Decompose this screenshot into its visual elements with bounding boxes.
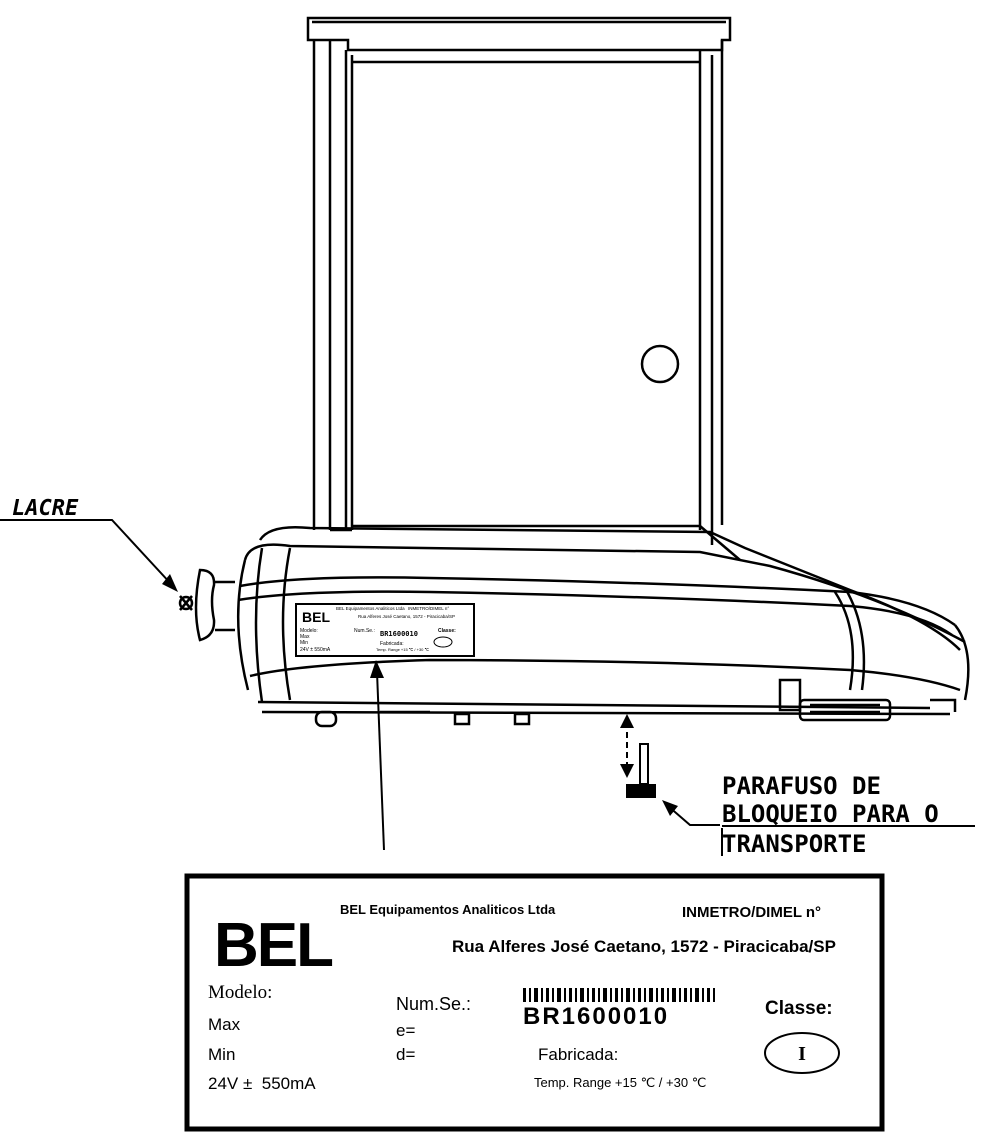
screw-callout-line3: TRANSPORTE bbox=[722, 830, 867, 858]
svg-text:Classe:: Classe: bbox=[438, 628, 456, 634]
temperature-range: Temp. Range +15 ℃ / +30 ℃ bbox=[534, 1075, 706, 1090]
model-label: Modelo: bbox=[208, 982, 272, 1003]
seal-callout: LACRE bbox=[0, 496, 178, 592]
svg-text:Temp. Range +15 ℃ / +30 ℃: Temp. Range +15 ℃ / +30 ℃ bbox=[376, 647, 430, 652]
svg-text:Modelo:: Modelo: bbox=[300, 628, 318, 634]
svg-text:BEL: BEL bbox=[302, 609, 330, 625]
svg-text:BEL: BEL bbox=[214, 911, 332, 980]
balance-body bbox=[236, 526, 970, 728]
transport-screw bbox=[620, 714, 656, 798]
screw-callout-line1: PARAFUSO DE bbox=[722, 772, 881, 800]
svg-text:Max: Max bbox=[300, 634, 310, 640]
screw-callout: PARAFUSO DE BLOQUEIO PARA O TRANSPORTE bbox=[662, 772, 975, 858]
bel-logo: BEL bbox=[214, 911, 334, 980]
serial-label: Num.Se.: bbox=[396, 994, 471, 1014]
body-mini-label: BEL BEL Equipamentos Analiticos Ltda INM… bbox=[295, 603, 475, 657]
class-badge bbox=[764, 1032, 840, 1074]
screw-callout-line2: BLOQUEIO PARA O bbox=[722, 800, 939, 828]
svg-text:INMETRO/DIMEL n°: INMETRO/DIMEL n° bbox=[408, 606, 449, 611]
svg-text:BR1600010: BR1600010 bbox=[380, 630, 418, 638]
door-knob bbox=[640, 344, 680, 384]
max-label: Max bbox=[208, 1015, 241, 1034]
seal-callout-text: LACRE bbox=[12, 496, 79, 521]
svg-text:BEL Equipamentos Analiticos Lt: BEL Equipamentos Analiticos Ltda bbox=[336, 606, 405, 611]
barcode bbox=[523, 988, 715, 1002]
svg-text:Min: Min bbox=[300, 640, 308, 646]
svg-text:24V ± 550mA: 24V ± 550mA bbox=[300, 647, 331, 653]
id-plate: BEL BEL Equipamentos Analiticos Ltda INM… bbox=[184, 873, 885, 1132]
e-label: e= bbox=[396, 1021, 415, 1040]
class-label: Classe: bbox=[765, 998, 833, 1019]
manufactured-label: Fabricada: bbox=[538, 1045, 618, 1064]
inmetro-label: INMETRO/DIMEL n° bbox=[682, 904, 821, 921]
draft-shield bbox=[306, 16, 741, 561]
address: Rua Alferes José Caetano, 1572 - Piracic… bbox=[452, 937, 836, 956]
company-name: BEL Equipamentos Analiticos Ltda bbox=[340, 902, 556, 917]
svg-text:Rua Alferes José Caetano, 1572: Rua Alferes José Caetano, 1572 - Piracic… bbox=[358, 614, 455, 619]
label-leader bbox=[370, 660, 385, 851]
class-value: I bbox=[798, 1043, 806, 1065]
power-rating: 24V ± 550mA bbox=[208, 1074, 316, 1093]
svg-text:Fabricada:: Fabricada: bbox=[380, 641, 404, 647]
seal-handle bbox=[178, 568, 235, 642]
svg-text:Num.Se.:: Num.Se.: bbox=[354, 628, 375, 634]
d-label: d= bbox=[396, 1045, 415, 1064]
serial-number: BR1600010 bbox=[523, 1003, 669, 1030]
min-label: Min bbox=[208, 1045, 235, 1064]
